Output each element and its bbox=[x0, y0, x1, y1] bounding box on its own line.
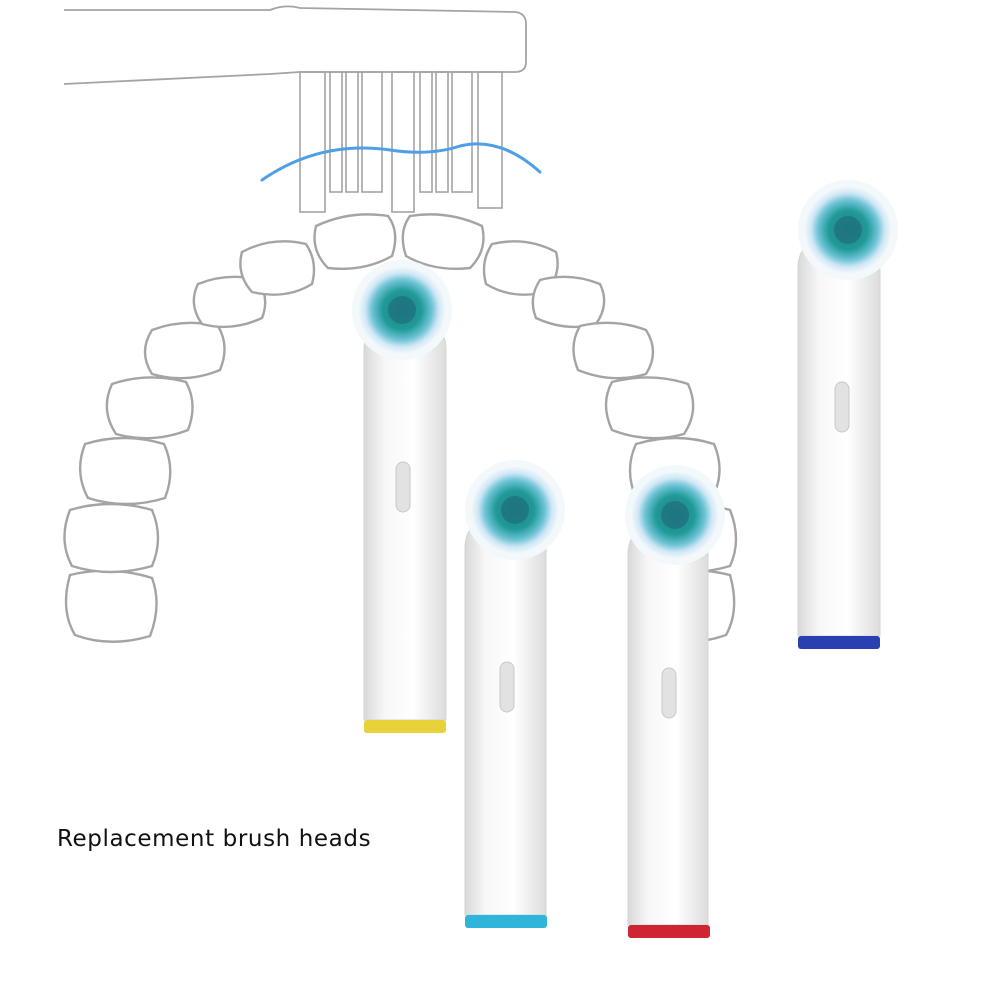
color-ring-light-blue bbox=[465, 915, 547, 928]
brushing-wave-icon bbox=[260, 142, 542, 182]
brush-head-red bbox=[625, 465, 725, 938]
bristles-icon bbox=[299, 71, 503, 213]
slot-icon bbox=[661, 667, 677, 719]
brush-head-yellow bbox=[352, 260, 452, 733]
slot-icon bbox=[499, 661, 515, 713]
caption-text: Replacement brush heads bbox=[57, 826, 372, 852]
color-ring-dark-blue bbox=[798, 636, 880, 649]
teeth-arch-icon bbox=[63, 213, 738, 643]
toothbrush-outline-icon bbox=[63, 5, 527, 213]
slot-icon bbox=[395, 461, 411, 513]
brush-head-dark-blue bbox=[797, 180, 898, 649]
color-ring-red bbox=[628, 925, 710, 938]
color-ring-yellow bbox=[364, 720, 446, 733]
brush-head-light-blue bbox=[464, 460, 565, 928]
slot-icon bbox=[834, 381, 850, 433]
